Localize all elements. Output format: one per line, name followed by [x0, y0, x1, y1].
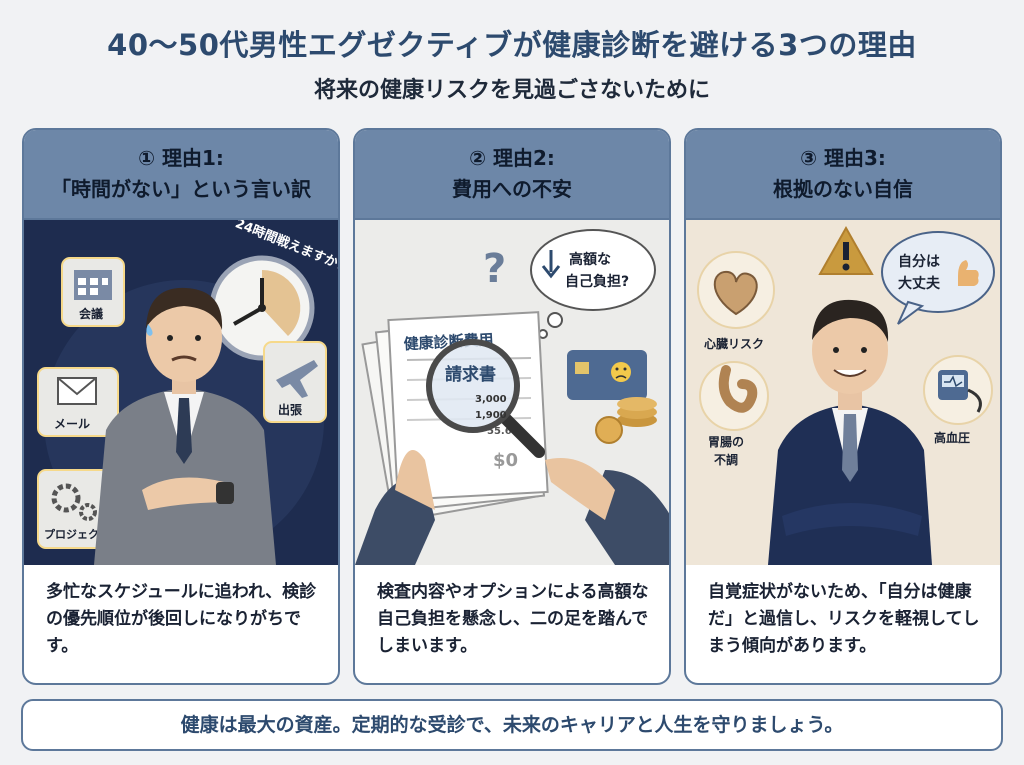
- mail-label: メール: [54, 417, 90, 431]
- footer-message: 健康は最大の資産。定期的な受診で、未来のキャリアと人生を守りましょう。: [21, 699, 1003, 751]
- confident-man-figure: [768, 299, 932, 565]
- clock-icon: [209, 255, 315, 361]
- reason-card-3: ③ 理由3: 根拠のない自信 自分は 大丈夫 心臓リスク: [684, 128, 1002, 685]
- stomach-label-1: 胃腸の: [708, 435, 744, 449]
- invoice-label: 請求書: [445, 364, 496, 385]
- card-header: ③ 理由3: 根拠のない自信: [686, 130, 1000, 220]
- blood-pressure-icon: 高血圧: [923, 355, 993, 445]
- project-label: プロジェクト: [44, 527, 110, 541]
- amount-2: 1,900: [475, 410, 507, 421]
- magnifier-icon: 請求書 3,000 1,900: [426, 339, 545, 458]
- amount-1: 3,000: [475, 394, 507, 405]
- reason-number: ① 理由1:: [138, 146, 224, 170]
- mail-icon: メール: [37, 367, 119, 437]
- pressure-label: 高血圧: [934, 430, 970, 445]
- confidence-line-1: 自分は: [898, 253, 940, 270]
- reason-card-2: ② 理由2: 費用への不安 ? 高額な 自己負担? 健康診断費用: [353, 128, 671, 685]
- busy-executive-illustration: 24時間戦えますか? 会議 メール 出張: [24, 220, 338, 565]
- speech-bubble: 自分は 大丈夫: [881, 231, 995, 325]
- reason-title: 「時間がない」という言い訳: [51, 177, 311, 201]
- page-title: 40〜50代男性エグゼクティブが健康診断を避ける3つの理由: [107, 28, 917, 62]
- trip-label: 出張: [278, 402, 303, 417]
- stressed-man-figure: [94, 287, 276, 565]
- question-mark-icon: ?: [483, 246, 506, 292]
- reason-title: 費用への不安: [452, 177, 572, 201]
- reason-card-1: ① 理由1: 「時間がない」という言い訳 24時間戦えますか? 会議: [22, 128, 340, 685]
- calendar-icon: 会議: [61, 257, 125, 327]
- thought-bubble: 高額な 自己負担?: [530, 229, 656, 339]
- meeting-label: 会議: [79, 306, 103, 321]
- warning-icon: [818, 225, 874, 275]
- card-header: ② 理由2: 費用への不安: [355, 130, 669, 220]
- right-hand: [545, 458, 615, 520]
- heart-label: 心臓リスク: [704, 336, 764, 351]
- page-subtitle: 将来の健康リスクを見過ごさないために: [313, 78, 710, 103]
- amount-3: 55.6: [487, 426, 512, 437]
- reason-number: ③ 理由3:: [800, 146, 886, 170]
- amount-4: $0: [493, 450, 518, 471]
- heart-organ-icon: 心臓リスク: [697, 251, 775, 351]
- reason-description: 多忙なスケジュールに追われ、検診の優先順位が後回しになりがちです。: [46, 582, 317, 656]
- credit-card-icon: [567, 350, 647, 400]
- bubble-line-1: 高額な: [569, 251, 611, 268]
- confidence-line-2: 大丈夫: [898, 275, 941, 292]
- overconfident-man-illustration: 自分は 大丈夫 心臓リスク 胃腸の 不調: [686, 220, 1000, 565]
- stomach-label-2: 不調: [714, 452, 738, 467]
- reason-title: 根拠のない自信: [773, 177, 913, 201]
- reason-description: 検査内容やオプションによる高額な自己負担を懸念し、二の足を踏んでしまいます。: [377, 582, 649, 656]
- reason-description: 自覚症状がないため、「自分は健康だ」と過信し、リスクを軽視してしまう傾向がありま…: [708, 582, 980, 656]
- cost-worry-illustration: ? 高額な 自己負担? 健康診断費用 55.6 $0: [355, 220, 669, 565]
- down-arrow-icon: [541, 250, 561, 279]
- bubble-line-2: 自己負担?: [565, 273, 629, 290]
- coins-icon: [595, 397, 657, 444]
- thumbs-up-icon: [958, 260, 979, 286]
- card-header: ① 理由1: 「時間がない」という言い訳: [24, 130, 338, 220]
- airplane-icon: 出張: [263, 341, 327, 423]
- reason-number: ② 理由2:: [469, 146, 555, 170]
- left-hand: [395, 450, 435, 510]
- stomach-icon: 胃腸の 不調: [699, 361, 769, 467]
